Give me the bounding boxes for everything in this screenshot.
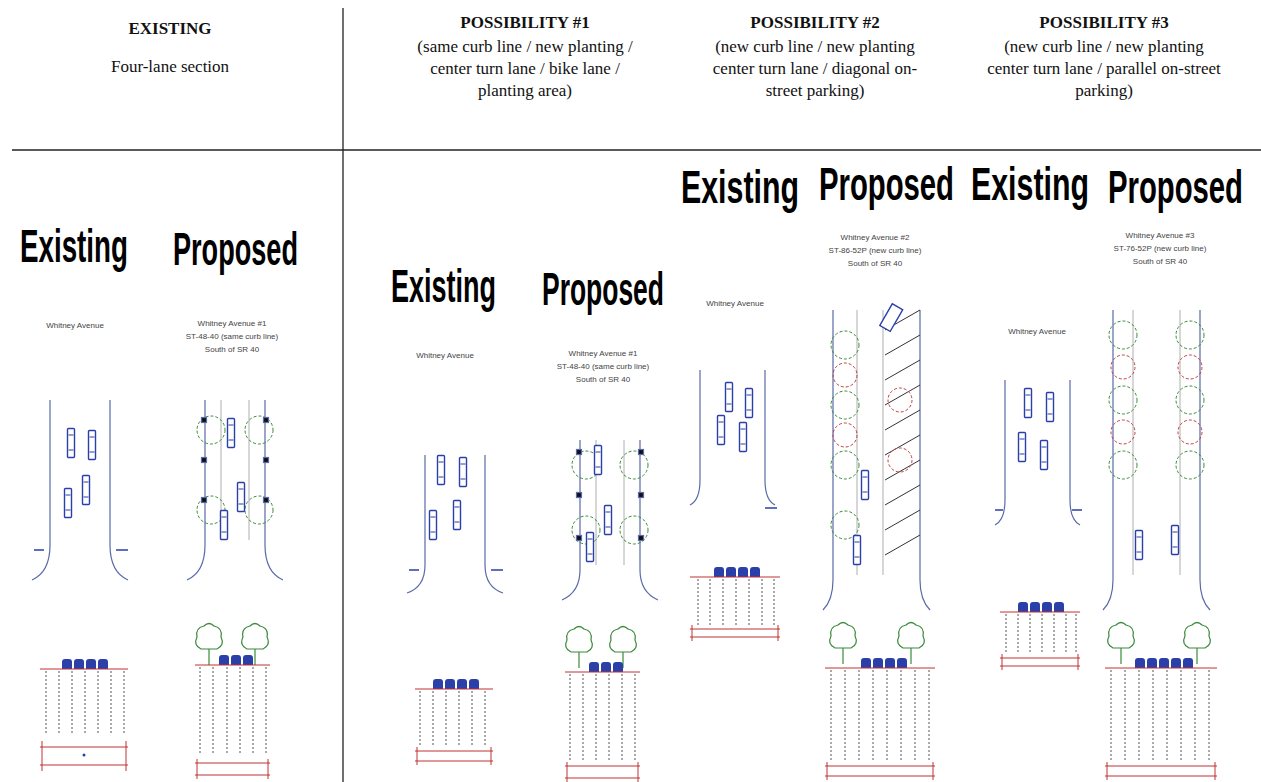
drawing-label: South of SR 40 — [205, 344, 259, 355]
drawing-label: ST-48-40 (same curb line) — [557, 361, 649, 372]
panel-title: Existing — [391, 262, 496, 310]
plan-view — [32, 304, 1210, 610]
drawing-label: Whitney Avenue — [706, 298, 764, 309]
panel-title: Existing — [20, 222, 128, 270]
panel-title: Proposed — [1108, 163, 1243, 211]
column-heading: POSSIBILITY #2 — [750, 12, 879, 34]
column-subheading: (new curb line / new planting center tur… — [984, 36, 1224, 102]
drawing-label: Whitney Avenue — [46, 320, 104, 331]
drawing-label: South of SR 40 — [848, 258, 902, 269]
drawing-label: Whitney Avenue — [1008, 326, 1066, 337]
panel-title: Existing — [971, 160, 1089, 208]
drawing-label: Whitney Avenue — [416, 350, 474, 361]
panel-title: Existing — [681, 163, 799, 211]
panel-title: Proposed — [173, 225, 298, 273]
drawing-label: ST-86-52P (new curb line) — [829, 245, 922, 256]
drawing-label: Whitney Avenue #1 — [198, 318, 267, 329]
drawing-label: South of SR 40 — [576, 374, 630, 385]
drawing-label: Whitney Avenue #3 — [1126, 230, 1195, 241]
drawing-label: ST-48-40 (same curb line) — [186, 331, 278, 342]
drawing-label: South of SR 40 — [1133, 256, 1187, 267]
panel-title: Proposed — [819, 160, 954, 208]
drawing-label: Whitney Avenue #2 — [841, 232, 910, 243]
cross-section — [40, 567, 1217, 782]
column-heading: EXISTING — [128, 18, 211, 40]
panel-title: Proposed — [542, 265, 664, 313]
column-heading: POSSIBILITY #1 — [460, 12, 589, 34]
drawing-label: ST-76-52P (new curb line) — [1114, 243, 1207, 254]
drawing-label: Whitney Avenue #1 — [569, 348, 638, 359]
column-subheading: (same curb line / new planting / center … — [413, 36, 638, 102]
column-heading: POSSIBILITY #3 — [1039, 12, 1168, 34]
table-rule — [12, 8, 1261, 782]
column-subheading: Four-lane section — [20, 56, 320, 78]
column-subheading: (new curb line / new planting center tur… — [695, 36, 935, 102]
